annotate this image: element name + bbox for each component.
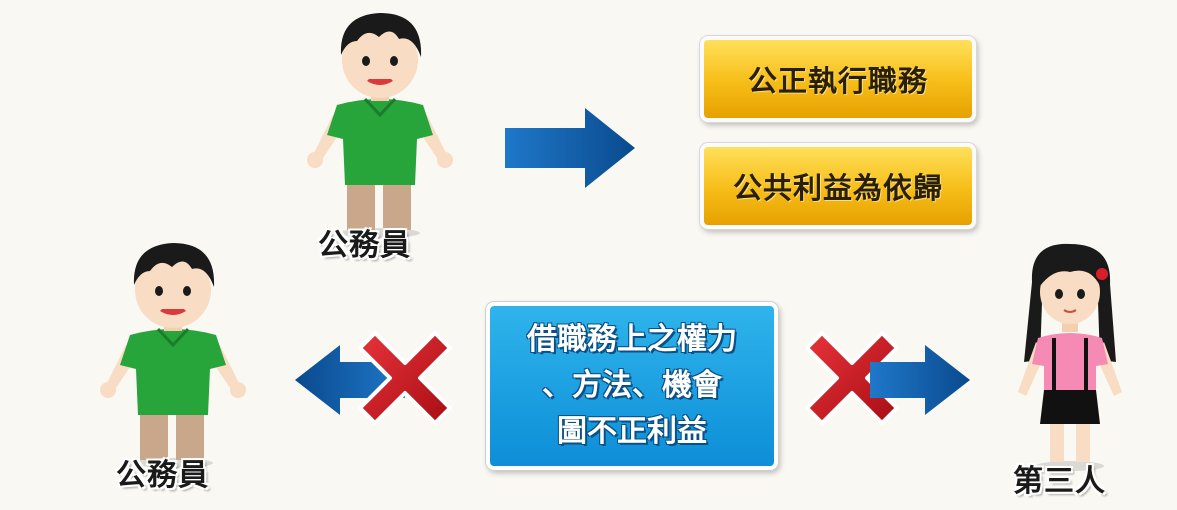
cross-icon-right [805, 331, 899, 425]
prohibited-conduct-line-1: 借職務上之權力 [527, 322, 737, 357]
cross-icon-left [358, 331, 452, 425]
principle-box-public-interest: 公共利益為依歸 [700, 143, 976, 229]
principle-box-impartial-duty: 公正執行職務 [700, 36, 976, 122]
arrow-right-icon-bottom [870, 345, 970, 415]
civil-servant-figure-bottom [100, 243, 246, 468]
prohibited-conduct-line-2: 、方法、機會 [542, 368, 722, 403]
third-party-label: 第三人 [1013, 464, 1106, 499]
prohibited-conduct-box: 借職務上之權力 、方法、機會 圖不正利益 [486, 302, 778, 470]
civil-servant-label-bottom: 公務員 [116, 458, 209, 493]
prohibited-conduct-line-3: 圖不正利益 [557, 414, 707, 449]
third-party-figure [1018, 243, 1122, 471]
civil-servant-figure-top [307, 13, 453, 238]
civil-servant-label-top: 公務員 [318, 228, 411, 263]
arrow-right-icon [505, 108, 635, 188]
